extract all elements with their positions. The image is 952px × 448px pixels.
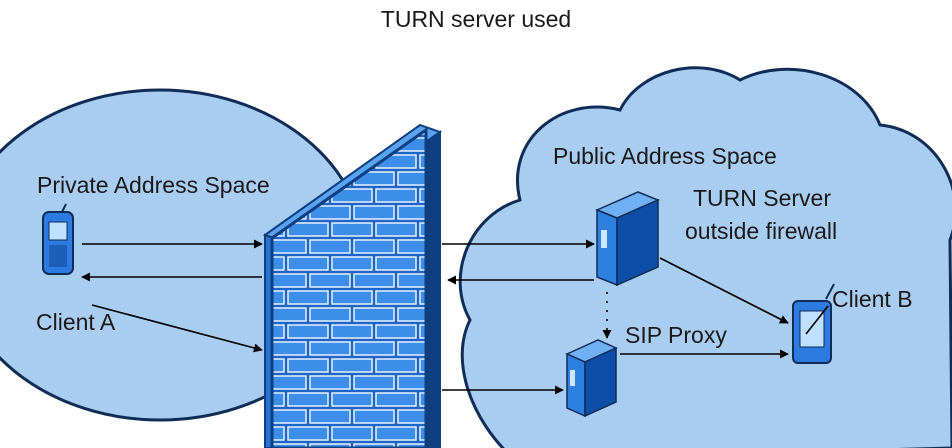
arrow-turn-to-clientb — [659, 257, 789, 324]
turn-server-label: TURN Server — [693, 185, 832, 211]
diagram-title: TURN server used — [380, 6, 572, 32]
arrow-clienta-diagonal — [91, 304, 263, 353]
sip-proxy-label: SIP Proxy — [625, 322, 727, 348]
connection-arrows — [81, 239, 829, 395]
client-b-pda-icon — [792, 283, 835, 364]
client-a-mobile-phone-icon — [42, 203, 74, 275]
turn-server-sublabel: outside firewall — [685, 218, 838, 244]
firewall-icon — [262, 123, 443, 448]
arrow-clientb-label-pointer — [805, 305, 829, 335]
public-address-space-label: Public Address Space — [553, 143, 777, 169]
client-b-label: Client B — [832, 286, 913, 312]
sip-proxy-server-icon — [565, 339, 618, 418]
public-address-space-region — [458, 66, 952, 448]
turn-server-icon — [595, 191, 660, 287]
private-address-space-label: Private Address Space — [37, 172, 270, 198]
client-a-label: Client A — [36, 309, 116, 335]
